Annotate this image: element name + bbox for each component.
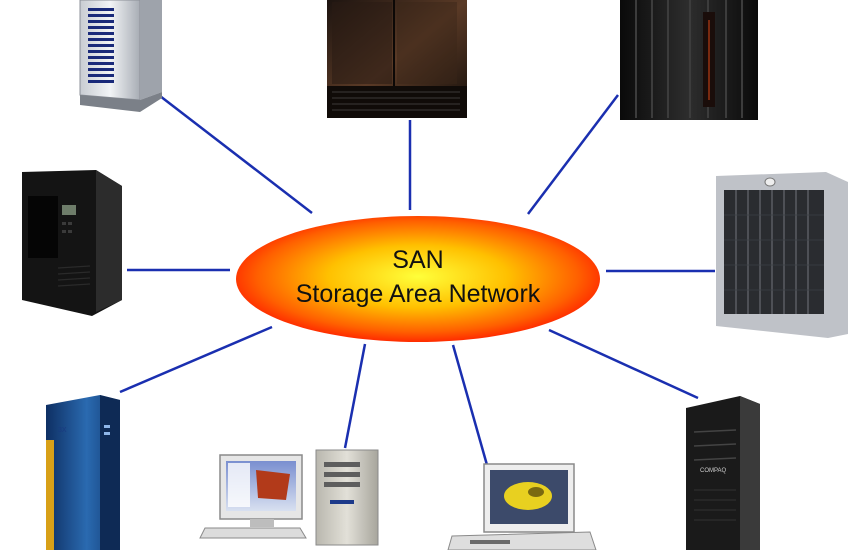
mainframe-label: 3X <box>58 427 67 434</box>
san-hub: SAN Storage Area Network <box>236 216 600 342</box>
hub-subtitle: Storage Area Network <box>296 280 541 308</box>
tower-pc-icon: COMPAQ <box>686 396 760 550</box>
workstation-pc-icon <box>199 449 379 546</box>
hub-title: SAN <box>392 246 443 274</box>
link-black-mainframe <box>527 94 619 215</box>
dark-cabinet-server-icon <box>327 0 467 118</box>
link-blue-mainframe <box>119 325 273 394</box>
white-rack-server-icon <box>79 0 162 112</box>
hub-ellipse <box>236 216 600 342</box>
blade-enclosure-icon <box>716 172 848 338</box>
blue-mainframe-icon: 3X <box>46 395 120 550</box>
black-mainframe-icon <box>620 0 758 120</box>
link-tower-pc <box>548 328 699 400</box>
connection-lines <box>119 94 715 466</box>
link-cad-desktop <box>451 344 489 466</box>
cad-desktop-pc-icon <box>447 463 597 550</box>
tower-brand-label: COMPAQ <box>700 468 727 474</box>
link-workstation <box>343 343 367 449</box>
link-white-rack-server <box>159 95 313 214</box>
black-tape-library-icon <box>22 170 122 316</box>
